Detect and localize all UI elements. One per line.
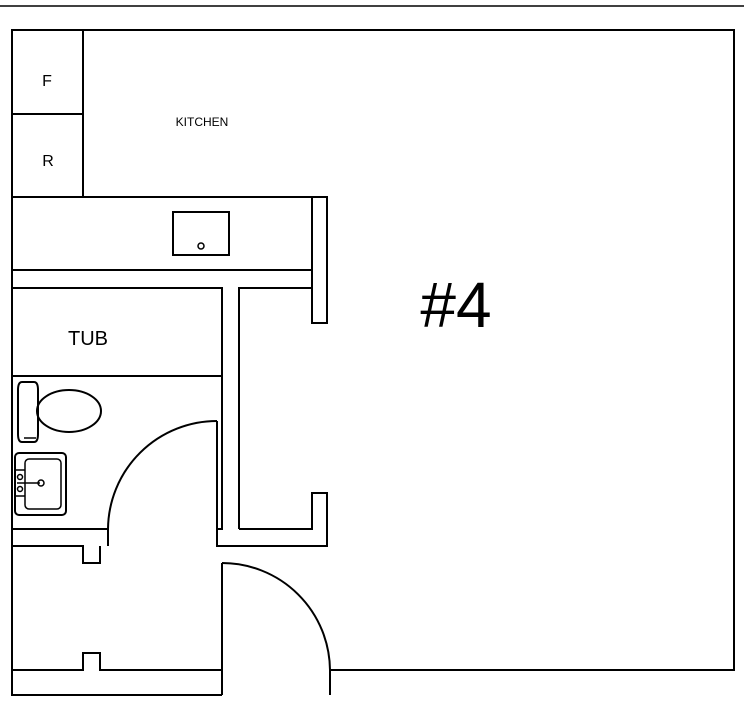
entry-hall-wall [12, 545, 101, 564]
sink-basin [24, 458, 62, 510]
entry-door-swing [221, 562, 331, 671]
sink-tap-right-icon [16, 485, 24, 493]
freezer-label: F [42, 73, 52, 90]
sink-faucet-icon [37, 479, 45, 487]
bathroom-door-swing [107, 420, 218, 530]
kitchen-sink [172, 211, 230, 256]
unit-number-label: #4 [420, 269, 491, 341]
toilet-tank [17, 381, 39, 443]
sink-tap-left-icon [16, 473, 24, 481]
closet-wall [238, 287, 313, 529]
sink-drain-icon [197, 242, 205, 250]
exterior-wall [11, 29, 735, 696]
tub-label: TUB [68, 328, 108, 350]
closet-wall-lower [216, 492, 328, 547]
entry-hall-bottom [12, 652, 223, 695]
refrigerator-label: R [42, 153, 54, 170]
toilet-bowl [36, 389, 102, 433]
bathroom-bottom-wall [12, 528, 109, 546]
kitchen-label: KITCHEN [176, 115, 229, 129]
bathroom-wall [12, 287, 223, 530]
bathroom-sink [14, 452, 67, 516]
kitchen-counter [12, 196, 328, 324]
